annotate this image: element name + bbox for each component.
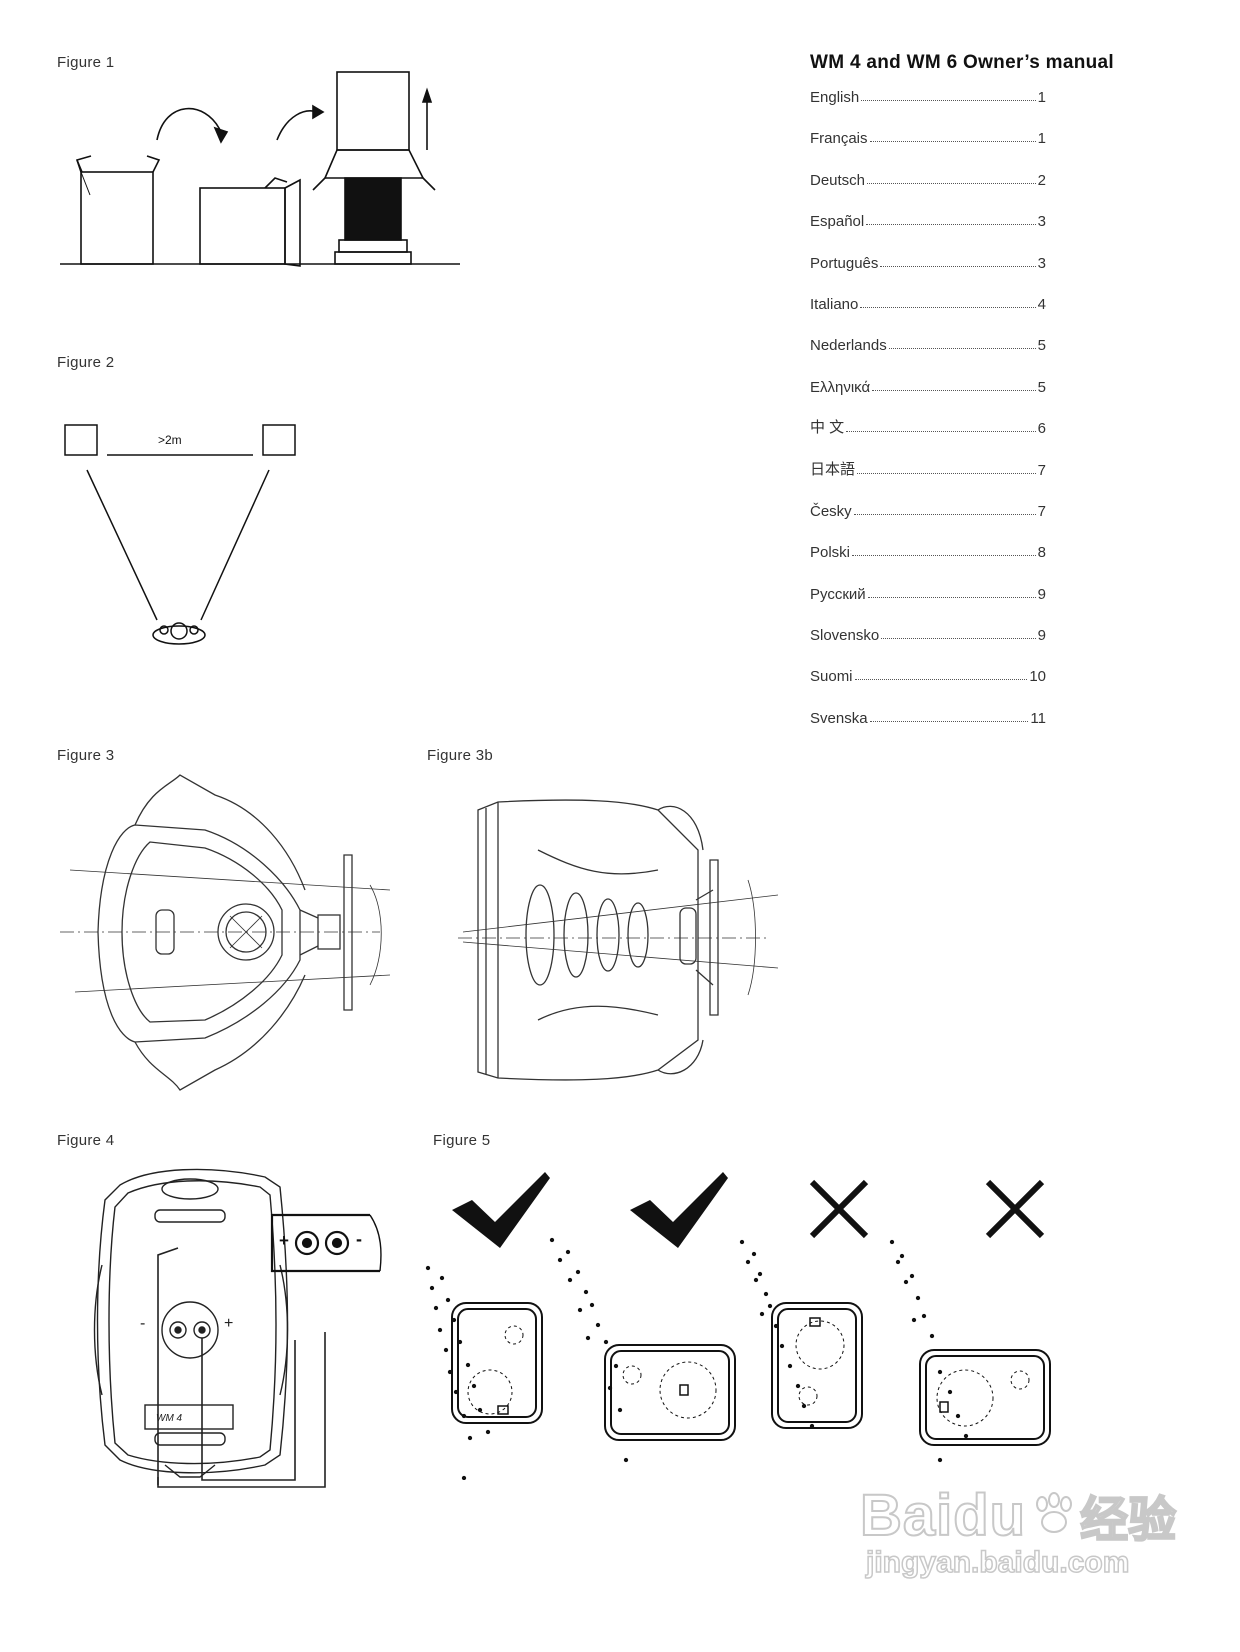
watermark-url: jingyan.baidu.com xyxy=(865,1545,1130,1580)
figure-2-placement-diagram: >2m xyxy=(55,420,315,660)
amplifier-terminal-box: + - xyxy=(270,1213,390,1283)
amplifier-plus-terminal-label: + xyxy=(279,1231,289,1250)
paw-icon xyxy=(1030,1492,1076,1538)
speaker-plus-terminal-label: + xyxy=(224,1315,234,1332)
watermark-chinese: 经验 xyxy=(1079,1491,1177,1549)
wm4-model-label: WM 4 xyxy=(156,1413,183,1424)
manual-title: WM 4 and WM 6 Owner’s manual xyxy=(810,52,1114,73)
baidu-watermark: Baidu 经验 jingyan.baidu.com xyxy=(859,1480,1177,1580)
check-mark-icon xyxy=(630,1172,728,1248)
watermark-brand: Baidu xyxy=(859,1482,1027,1549)
distance-label: >2m xyxy=(158,433,182,447)
figure-1-label: Figure 1 xyxy=(57,54,115,71)
figure-3b-label: Figure 3b xyxy=(427,747,494,764)
cross-mark-icon xyxy=(985,1179,1045,1239)
figure-1-unpacking-diagram xyxy=(55,70,465,270)
figure-4-wiring-diagram: WM 4 - + xyxy=(90,1165,390,1495)
figure-3-label: Figure 3 xyxy=(57,747,115,764)
figure-5-rain-orientation-diagram xyxy=(420,1160,1100,1480)
cross-mark-icon xyxy=(809,1179,869,1239)
figure-3b-wall-mount-angle-diagram xyxy=(458,790,798,1110)
figure-2-label: Figure 2 xyxy=(57,354,115,371)
check-mark-icon xyxy=(452,1172,550,1248)
amplifier-minus-terminal-label: - xyxy=(356,1229,362,1249)
figure-5-label: Figure 5 xyxy=(433,1132,491,1149)
figure-4-label: Figure 4 xyxy=(57,1132,115,1149)
speaker-minus-terminal-label: - xyxy=(140,1315,146,1332)
figure-3-wall-mount-angle-diagram xyxy=(60,770,410,1115)
